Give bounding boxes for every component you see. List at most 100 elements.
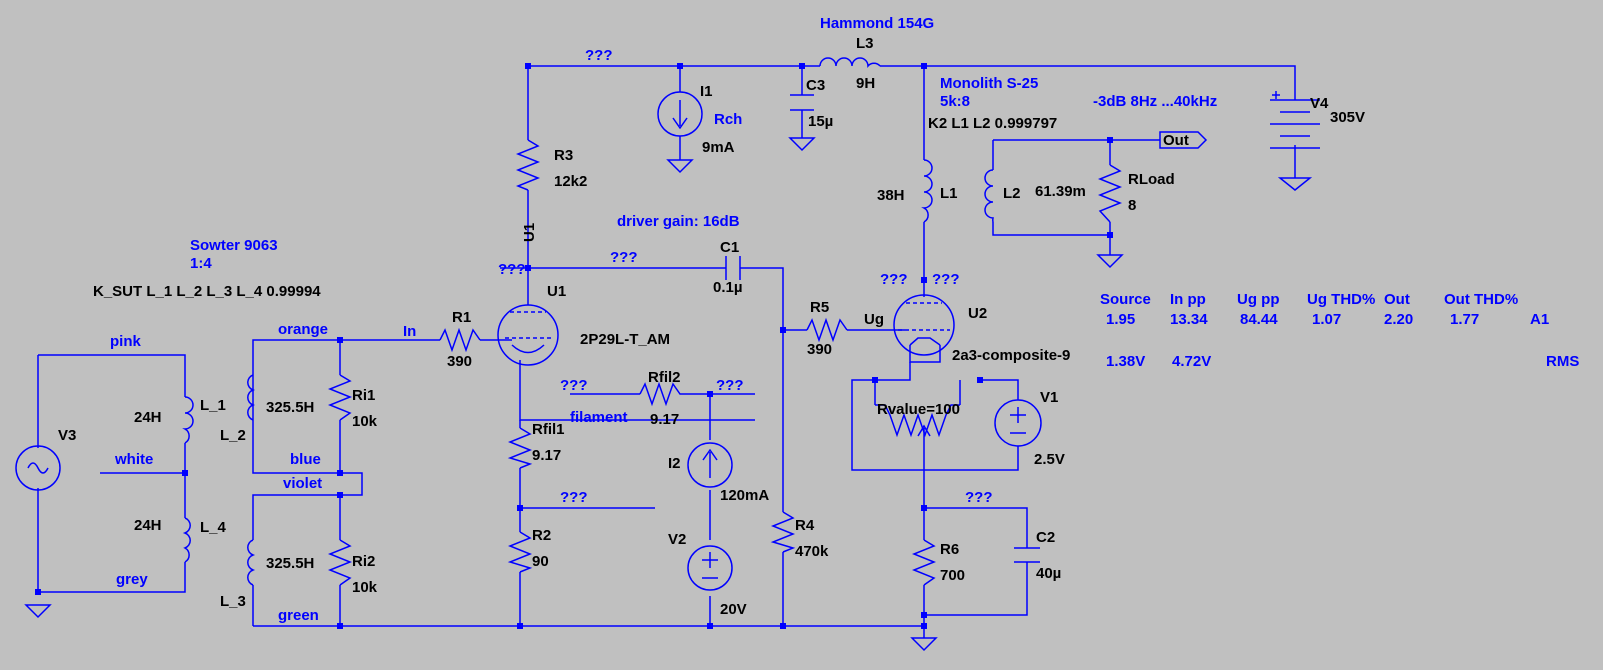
label-rfil1: Rfil1 xyxy=(532,421,565,438)
results-header-out-thd: Out THD% xyxy=(1444,291,1518,308)
results-source: 1.95 xyxy=(1106,311,1135,328)
voltage-source-v2-symbol xyxy=(687,545,733,591)
label-sowter: Sowter 9063 xyxy=(190,237,278,254)
label-r6: R6 xyxy=(940,541,959,558)
label-u2-model: 2a3-composite-9 xyxy=(952,347,1070,364)
label-i1: I1 xyxy=(700,83,713,100)
label-in: In xyxy=(403,323,416,340)
results-rms-label: RMS xyxy=(1546,353,1579,370)
results-source-rms: 1.38V xyxy=(1106,353,1145,370)
label-l3: L3 xyxy=(856,35,874,52)
label-q-u2-plate-b: ??? xyxy=(932,271,960,288)
results-ug-pp: 84.44 xyxy=(1240,311,1278,328)
capacitor-c2-symbol xyxy=(1014,547,1040,563)
resistor-ri1-symbol xyxy=(327,374,353,421)
out-port-flag xyxy=(1159,131,1208,149)
label-r3: R3 xyxy=(554,147,573,164)
label-l-2: L_2 xyxy=(220,427,246,444)
label-green: green xyxy=(278,607,319,624)
label-driver-gain: driver gain: 16dB xyxy=(617,213,740,230)
label-ri2: Ri2 xyxy=(352,553,375,570)
label-hammond: Hammond 154G xyxy=(820,15,934,32)
label-l-3-val: 325.5H xyxy=(266,555,314,572)
label-ri2-val: 10k xyxy=(352,579,378,596)
inductor-l-4-symbol xyxy=(182,517,191,563)
label-u1-model: 2P29L-T_AM xyxy=(580,331,670,348)
label-blue: blue xyxy=(290,451,321,468)
label-r1-val: 390 xyxy=(447,353,472,370)
label-pink: pink xyxy=(110,333,141,350)
results-table: Source In pp Ug pp Ug THD% Out Out THD% … xyxy=(1100,291,1579,370)
resistor-r5-symbol xyxy=(806,317,848,343)
resistor-r6-symbol xyxy=(911,539,937,586)
label-c3: C3 xyxy=(806,77,825,94)
resistor-r1-symbol xyxy=(439,327,481,353)
label-i2-val: 120mA xyxy=(720,487,769,504)
label-r5: R5 xyxy=(810,299,829,316)
label-ug: Ug xyxy=(864,311,884,328)
label-out-flag: Out xyxy=(1163,132,1189,149)
label-r4: R4 xyxy=(795,517,815,534)
label-c1: C1 xyxy=(720,239,739,256)
inductor-l1-symbol xyxy=(921,159,933,223)
label-c3-val: 15µ xyxy=(808,113,833,130)
inductor-l-3-symbol xyxy=(247,539,256,586)
label-v4-val: 305V xyxy=(1330,109,1365,126)
label-c2: C2 xyxy=(1036,529,1055,546)
results-header-ug-thd: Ug THD% xyxy=(1307,291,1375,308)
label-c2-val: 40µ xyxy=(1036,565,1061,582)
label-v3: V3 xyxy=(58,427,76,444)
resistor-rfil1-symbol xyxy=(507,427,533,469)
label-l-2-val: 325.5H xyxy=(266,399,314,416)
current-source-i2-symbol xyxy=(687,442,733,488)
label-r4-val: 470k xyxy=(795,543,829,560)
label-filament: filament xyxy=(570,409,628,426)
ground-symbols xyxy=(910,626,938,652)
label-v2: V2 xyxy=(668,531,686,548)
label-r5-val: 390 xyxy=(807,341,832,358)
label-i1-val: 9mA xyxy=(702,139,735,156)
label-ri1-val: 10k xyxy=(352,413,378,430)
label-rload-val: 8 xyxy=(1128,197,1136,214)
label-l-1: L_1 xyxy=(200,397,226,414)
label-orange: orange xyxy=(278,321,328,338)
label-violet: violet xyxy=(283,475,322,492)
results-in-rms: 4.72V xyxy=(1172,353,1211,370)
tube-u1-symbol xyxy=(497,304,559,366)
inductor-l-2-symbol xyxy=(247,374,256,421)
resistor-rfil2-symbol xyxy=(639,381,690,407)
results-out-thd: 1.77 xyxy=(1450,311,1479,328)
label-l2: L2 xyxy=(1003,185,1021,202)
results-header-ug-pp: Ug pp xyxy=(1237,291,1280,308)
label-rload: RLoad xyxy=(1128,171,1175,188)
label-bandwidth: -3dB 8Hz ...40kHz xyxy=(1093,93,1217,110)
label-ri1: Ri1 xyxy=(352,387,375,404)
label-r3-val: 12k2 xyxy=(554,173,587,190)
results-out: 2.20 xyxy=(1384,311,1413,328)
label-q-fil-a: ??? xyxy=(560,377,588,394)
capacitor-c3-symbol xyxy=(788,94,816,152)
label-grey: grey xyxy=(116,571,148,588)
resistor-rload-symbol xyxy=(1096,164,1124,269)
capacitor-c1-symbol xyxy=(725,256,741,280)
label-l-4: L_4 xyxy=(200,519,227,536)
label-u1: U1 xyxy=(547,283,566,300)
label-l1: L1 xyxy=(940,185,958,202)
label-rch: Rch xyxy=(714,111,742,128)
resistor-r3-symbol xyxy=(515,139,541,191)
label-l-1-val: 24H xyxy=(134,409,162,426)
label-rfil2-val: 9.17 xyxy=(650,411,679,428)
results-header-out: Out xyxy=(1384,291,1410,308)
label-l-3: L_3 xyxy=(220,593,246,610)
label-v1: V1 xyxy=(1040,389,1058,406)
results-in-pp: 13.34 xyxy=(1170,311,1208,328)
label-q-u2-plate-a: ??? xyxy=(880,271,908,288)
label-l1-val: 38H xyxy=(877,187,905,204)
label-q-u1-plate: ??? xyxy=(498,261,526,278)
label-ratio-14: 1:4 xyxy=(190,255,212,272)
inductor-l2-symbol xyxy=(984,169,994,223)
label-monolith: Monolith S-25 xyxy=(940,75,1038,92)
label-u2: U2 xyxy=(968,305,987,322)
